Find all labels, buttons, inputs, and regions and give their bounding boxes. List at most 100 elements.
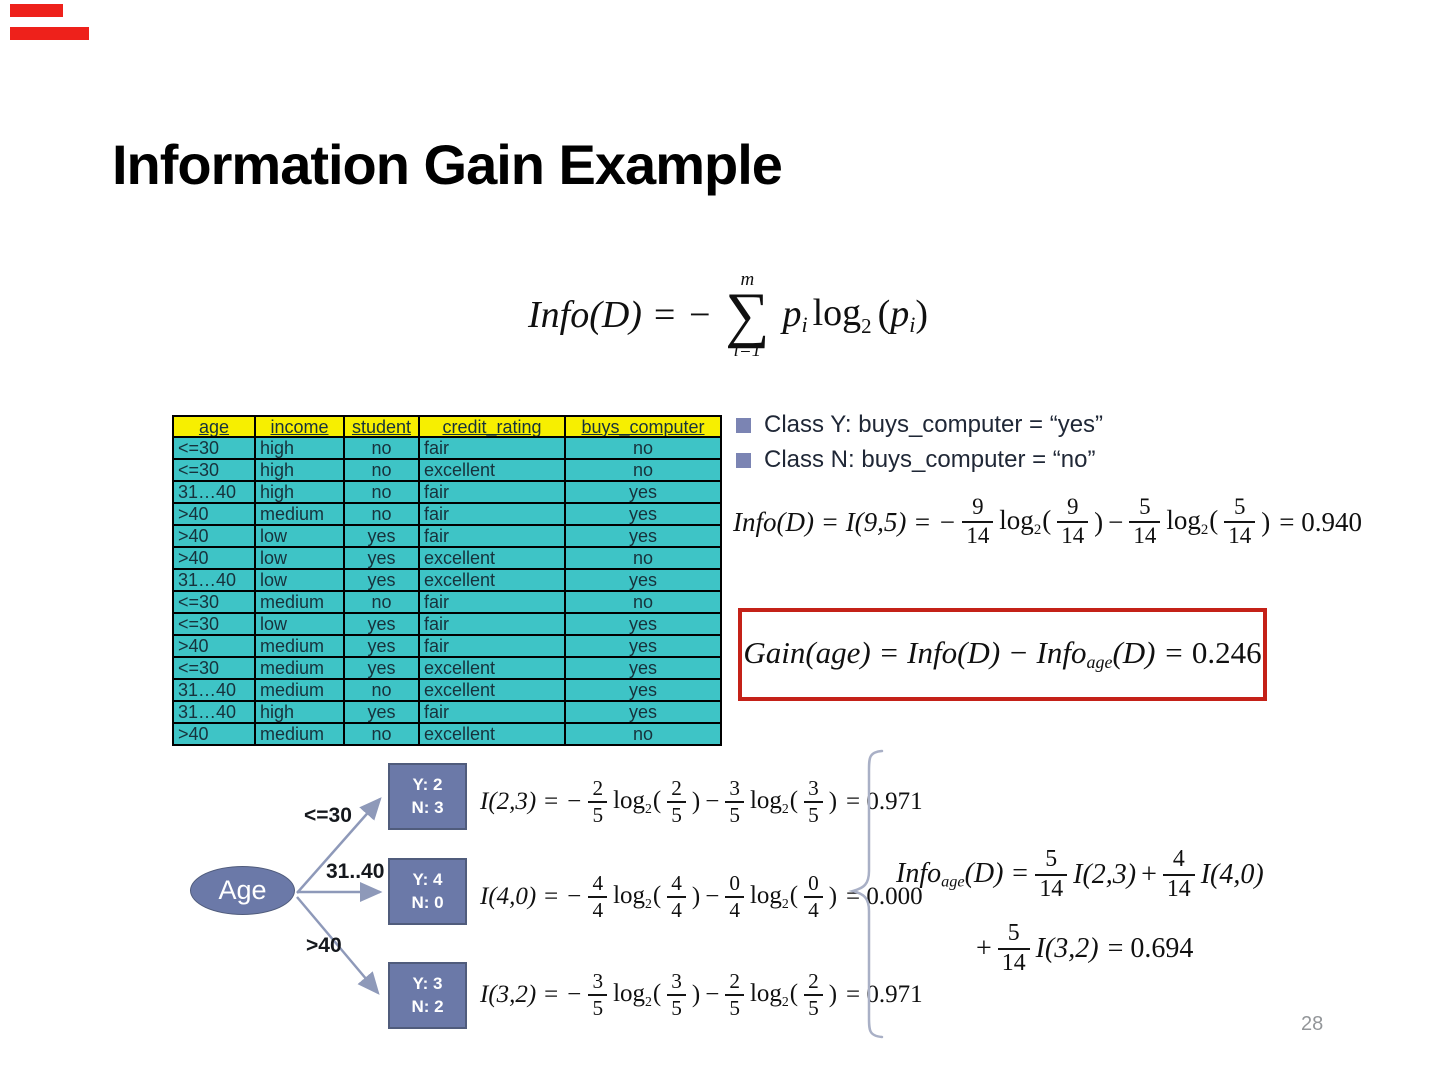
age-node-label: Age bbox=[218, 875, 267, 905]
column-header: credit_rating bbox=[418, 415, 566, 438]
paren-close: ) bbox=[691, 883, 701, 910]
denominator: 14 bbox=[962, 521, 994, 548]
log-term: log2( bbox=[749, 786, 799, 817]
cell-credit-rating: fair bbox=[418, 700, 566, 724]
red-annotation-mark-2 bbox=[10, 27, 89, 40]
cell-age: <=30 bbox=[172, 590, 256, 614]
cell-student: no bbox=[343, 436, 420, 460]
column-header: income bbox=[254, 415, 345, 438]
cell-buys-computer: yes bbox=[564, 678, 722, 702]
cell-credit-rating: fair bbox=[418, 612, 566, 636]
yes-count: Y: 2 bbox=[412, 774, 443, 794]
cell-income: high bbox=[254, 458, 345, 482]
cell-student: yes bbox=[343, 656, 420, 680]
log-term: log2( bbox=[613, 881, 662, 912]
page-title: Information Gain Example bbox=[112, 133, 783, 196]
minus-sign: − bbox=[705, 883, 720, 910]
cell-buys-computer: yes bbox=[564, 656, 722, 680]
table-row: >40 low yes excellent no bbox=[172, 546, 722, 570]
tree-leaf-nodes: Y: 2 N: 3 Y: 4 N: 0 Y: 3 N: 2 bbox=[388, 763, 467, 1030]
cell-buys-computer: no bbox=[564, 436, 722, 460]
cell-age: <=30 bbox=[172, 612, 256, 636]
branch-label-gt40: >40 bbox=[306, 934, 342, 957]
log-term: log2( bbox=[1166, 504, 1219, 539]
cell-student: yes bbox=[343, 568, 420, 592]
table-row: <=30 low yes fair yes bbox=[172, 612, 722, 636]
cell-income: medium bbox=[254, 656, 345, 680]
cell-student: no bbox=[343, 480, 420, 504]
cell-student: yes bbox=[343, 612, 420, 636]
table-row: <=30 high no excellent no bbox=[172, 458, 722, 482]
plus-sign: + bbox=[976, 933, 992, 964]
numerator: 9 bbox=[972, 494, 984, 520]
cell-income: medium bbox=[254, 502, 345, 526]
cell-income: high bbox=[254, 700, 345, 724]
cell-buys-computer: yes bbox=[564, 634, 722, 658]
table-row: 31…40 high no fair yes bbox=[172, 480, 722, 504]
column-header: buys_computer bbox=[564, 415, 722, 438]
cell-buys-computer: yes bbox=[564, 480, 722, 504]
formula-result: = 0.000 bbox=[846, 883, 923, 910]
sum-lower-limit: i=1 bbox=[733, 340, 762, 362]
cell-credit-rating: excellent bbox=[418, 546, 566, 570]
cell-buys-computer: no bbox=[564, 458, 722, 482]
minus-sign: − bbox=[705, 788, 720, 815]
cell-buys-computer: no bbox=[564, 590, 722, 614]
tree-branches bbox=[296, 797, 383, 995]
formula-result: = 0.971 bbox=[846, 788, 923, 815]
log-term: log2 bbox=[812, 291, 872, 339]
log-term: log2( bbox=[749, 881, 799, 912]
cell-credit-rating: excellent bbox=[418, 458, 566, 482]
minus-sign: − bbox=[705, 981, 720, 1008]
formula-result: = 0.940 bbox=[1279, 506, 1362, 537]
cell-age: >40 bbox=[172, 722, 256, 746]
cell-buys-computer: yes bbox=[564, 568, 722, 592]
formula-lhs: Info(D) = − bbox=[528, 294, 713, 336]
cell-credit-rating: fair bbox=[418, 590, 566, 614]
cell-income: high bbox=[254, 436, 345, 460]
gain-formula: Gain(age) = Info(D) − Infoage(D) = 0.246 bbox=[743, 635, 1262, 673]
cell-credit-rating: excellent bbox=[418, 656, 566, 680]
cell-income: high bbox=[254, 480, 345, 504]
cell-student: yes bbox=[343, 700, 420, 724]
cell-student: no bbox=[343, 678, 420, 702]
log-term: log2( bbox=[999, 504, 1052, 539]
i-term: I(3,2) bbox=[1035, 933, 1099, 964]
no-count: N: 0 bbox=[411, 892, 444, 912]
cell-student: no bbox=[343, 722, 420, 746]
cell-student: no bbox=[343, 458, 420, 482]
class-no-label: Class N: buys_computer = “no” bbox=[764, 446, 1096, 473]
cell-student: yes bbox=[343, 524, 420, 548]
branch-label-31-40: 31..40 bbox=[326, 860, 385, 883]
formula-lhs: I(2,3) = − bbox=[480, 788, 583, 815]
cell-age: <=30 bbox=[172, 458, 256, 482]
log-term: log2( bbox=[749, 979, 799, 1010]
cell-buys-computer: yes bbox=[564, 612, 722, 636]
paren-close: ) bbox=[1094, 506, 1104, 537]
p-term: pi bbox=[782, 292, 808, 338]
paren-close: ) bbox=[828, 981, 838, 1008]
sum-upper-limit: m bbox=[740, 268, 755, 290]
cell-student: no bbox=[343, 502, 420, 526]
table-row: <=30 medium no fair no bbox=[172, 590, 722, 614]
table-row: 31…40 medium no excellent yes bbox=[172, 678, 722, 702]
leaf-node-le30: Y: 2 N: 3 bbox=[388, 763, 467, 830]
cell-age: >40 bbox=[172, 634, 256, 658]
entropy-formula: Info(D) = − m ∑ i=1 pi log2 (pi) bbox=[528, 262, 928, 368]
class-no-bullet: Class N: buys_computer = “no” bbox=[736, 446, 1103, 473]
table-row: >40 medium yes fair yes bbox=[172, 634, 722, 658]
cell-age: 31…40 bbox=[172, 568, 256, 592]
